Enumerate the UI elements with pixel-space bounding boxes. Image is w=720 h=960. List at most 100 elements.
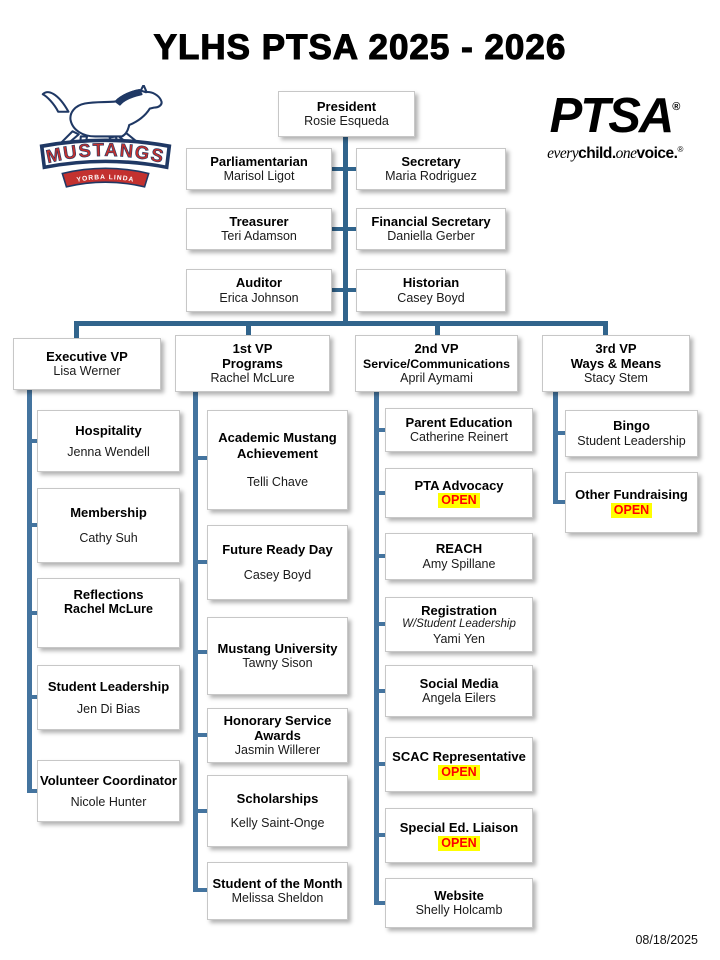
role-title: Special Ed. Liaison <box>399 820 519 836</box>
role-name: Catherine Reinert <box>410 430 508 445</box>
box-mustang-university: Mustang University Tawny Sison <box>207 617 348 695</box>
box-executive-vp: Executive VP Lisa Werner <box>13 338 161 390</box>
role-title: 2nd VP <box>414 341 459 357</box>
role-title: Reflections <box>73 587 144 602</box>
role-title: Financial Secretary <box>371 213 491 229</box>
role-title-line2: Programs <box>222 356 283 372</box>
role-title: Future Ready Day <box>222 541 333 557</box>
open-position-badge: OPEN <box>610 502 653 518</box>
ptsa-tagline-one: one <box>615 145 637 162</box>
connector-stub <box>27 789 39 793</box>
box-treasurer: Treasurer Teri Adamson <box>186 208 332 250</box>
connector-waysmeans-column <box>553 392 558 504</box>
role-name: Amy Spillane <box>422 556 496 571</box>
ptsa-registered-mark: ® <box>672 101 681 113</box>
box-reflections: Reflections Rachel McLure <box>37 578 180 648</box>
ptsa-tagline-registered: ® <box>677 145 683 154</box>
role-name: Lisa Werner <box>53 364 121 379</box>
role-name: Marisol Ligot <box>223 169 295 184</box>
open-position-badge: OPEN <box>438 764 480 780</box>
connector-stub <box>374 622 387 626</box>
connector-vp-stub <box>435 321 440 336</box>
role-title: Parent Education <box>405 414 513 430</box>
open-position-badge: OPEN <box>438 493 480 509</box>
role-title: PTA Advocacy <box>414 477 504 493</box>
role-title: Student of the Month <box>212 875 343 891</box>
connector-officer-stub <box>330 227 358 231</box>
role-title: Auditor <box>235 275 283 291</box>
ptsa-tagline: everychild.onevoice.® <box>522 145 708 163</box>
role-title: Mustang University <box>217 640 338 656</box>
box-registration: Registration W/Student Leadership Yami Y… <box>385 597 533 652</box>
box-reach: REACH Amy Spillane <box>385 533 533 580</box>
role-title: Website <box>434 887 484 903</box>
connector-stub <box>193 650 209 654</box>
role-name: Casey Boyd <box>397 290 465 305</box>
role-title: Bingo <box>613 418 650 434</box>
role-title: REACH <box>435 541 483 557</box>
connector-stub <box>374 554 387 558</box>
page-title: YLHS PTSA 2025 - 2026 <box>153 27 567 67</box>
role-name: Jen Di Bias <box>76 701 141 716</box>
role-title: Treasurer <box>229 213 289 229</box>
box-scholarships: Scholarships Kelly Saint-Onge <box>207 775 348 847</box>
connector-stub <box>553 500 567 504</box>
role-subtitle: W/Student Leadership <box>402 618 516 630</box>
connector-vp-stub <box>74 321 79 339</box>
role-name: Cathy Suh <box>79 531 138 546</box>
box-other-fundraising: Other Fundraising OPEN <box>565 472 698 533</box>
box-website: Website Shelly Holcamb <box>385 878 533 928</box>
connector-stub <box>374 491 387 495</box>
open-position-badge: OPEN <box>438 835 480 851</box>
box-bingo: Bingo Student Leadership <box>565 410 698 457</box>
box-student-leadership: Student Leadership Jen Di Bias <box>37 665 180 730</box>
ptsa-logo: PTSA® everychild.onevoice.® <box>522 92 708 163</box>
connector-stub <box>374 689 387 693</box>
role-name: Daniella Gerber <box>387 229 475 244</box>
connector-stub <box>374 901 387 905</box>
box-academic-mustang-achievement: Academic Mustang Achievement Telli Chave <box>207 410 348 510</box>
box-membership: Membership Cathy Suh <box>37 488 180 563</box>
connector-vp-bar <box>74 321 608 326</box>
role-title: Membership <box>70 504 147 520</box>
role-name: Rosie Esqueda <box>304 114 389 129</box>
role-name: Telli Chave <box>246 475 309 490</box>
role-name: Yami Yen <box>433 631 485 646</box>
role-title: Volunteer Coordinator <box>40 772 177 788</box>
connector-stub <box>193 888 209 892</box>
connector-stub <box>374 762 387 766</box>
svg-text:YORBA LINDA: YORBA LINDA <box>76 174 135 184</box>
box-scac-representative: SCAC Representative OPEN <box>385 737 533 792</box>
role-title: Hospitality <box>75 422 142 438</box>
role-title: Registration <box>421 602 497 618</box>
role-name: Rachel McLure <box>210 371 295 386</box>
connector-vp-stub <box>603 321 608 336</box>
ptsa-tagline-voice: voice. <box>636 145 678 162</box>
box-pta-advocacy: PTA Advocacy OPEN <box>385 468 533 518</box>
role-title: Scholarships <box>236 790 319 806</box>
box-2nd-vp-service-communications: 2nd VP Service/Communications April Ayma… <box>355 335 518 392</box>
role-name: Student Leadership <box>577 433 686 448</box>
box-future-ready-day: Future Ready Day Casey Boyd <box>207 525 348 600</box>
ptsa-tagline-every: every <box>547 145 579 162</box>
box-1st-vp-programs: 1st VP Programs Rachel McLure <box>175 335 330 392</box>
role-title: Executive VP <box>46 348 128 364</box>
box-parent-education: Parent Education Catherine Reinert <box>385 408 533 452</box>
ptsa-wordmark: PTSA® <box>522 92 708 141</box>
connector-vp-stub <box>246 321 251 336</box>
role-title-line2: Ways & Means <box>570 356 662 372</box>
mustangs-banner: MUSTANGS YORBA LINDA <box>39 138 172 188</box>
role-name: Erica Johnson <box>219 290 299 305</box>
box-honorary-service-awards: Honorary Service Awards Jasmin Willerer <box>207 708 348 763</box>
connector-stub <box>27 695 39 699</box>
box-financial-secretary: Financial Secretary Daniella Gerber <box>356 208 506 250</box>
mustangs-logo: MUSTANGS YORBA LINDA <box>39 85 172 188</box>
role-title: President <box>316 98 377 114</box>
role-title: Secretary <box>401 153 461 169</box>
connector-stub <box>193 809 209 813</box>
revision-date: 08/18/2025 <box>635 933 698 947</box>
box-president: President Rosie Esqueda <box>278 91 415 137</box>
connector-stub <box>374 833 387 837</box>
connector-service-column <box>374 392 379 905</box>
connector-stub <box>27 523 39 527</box>
